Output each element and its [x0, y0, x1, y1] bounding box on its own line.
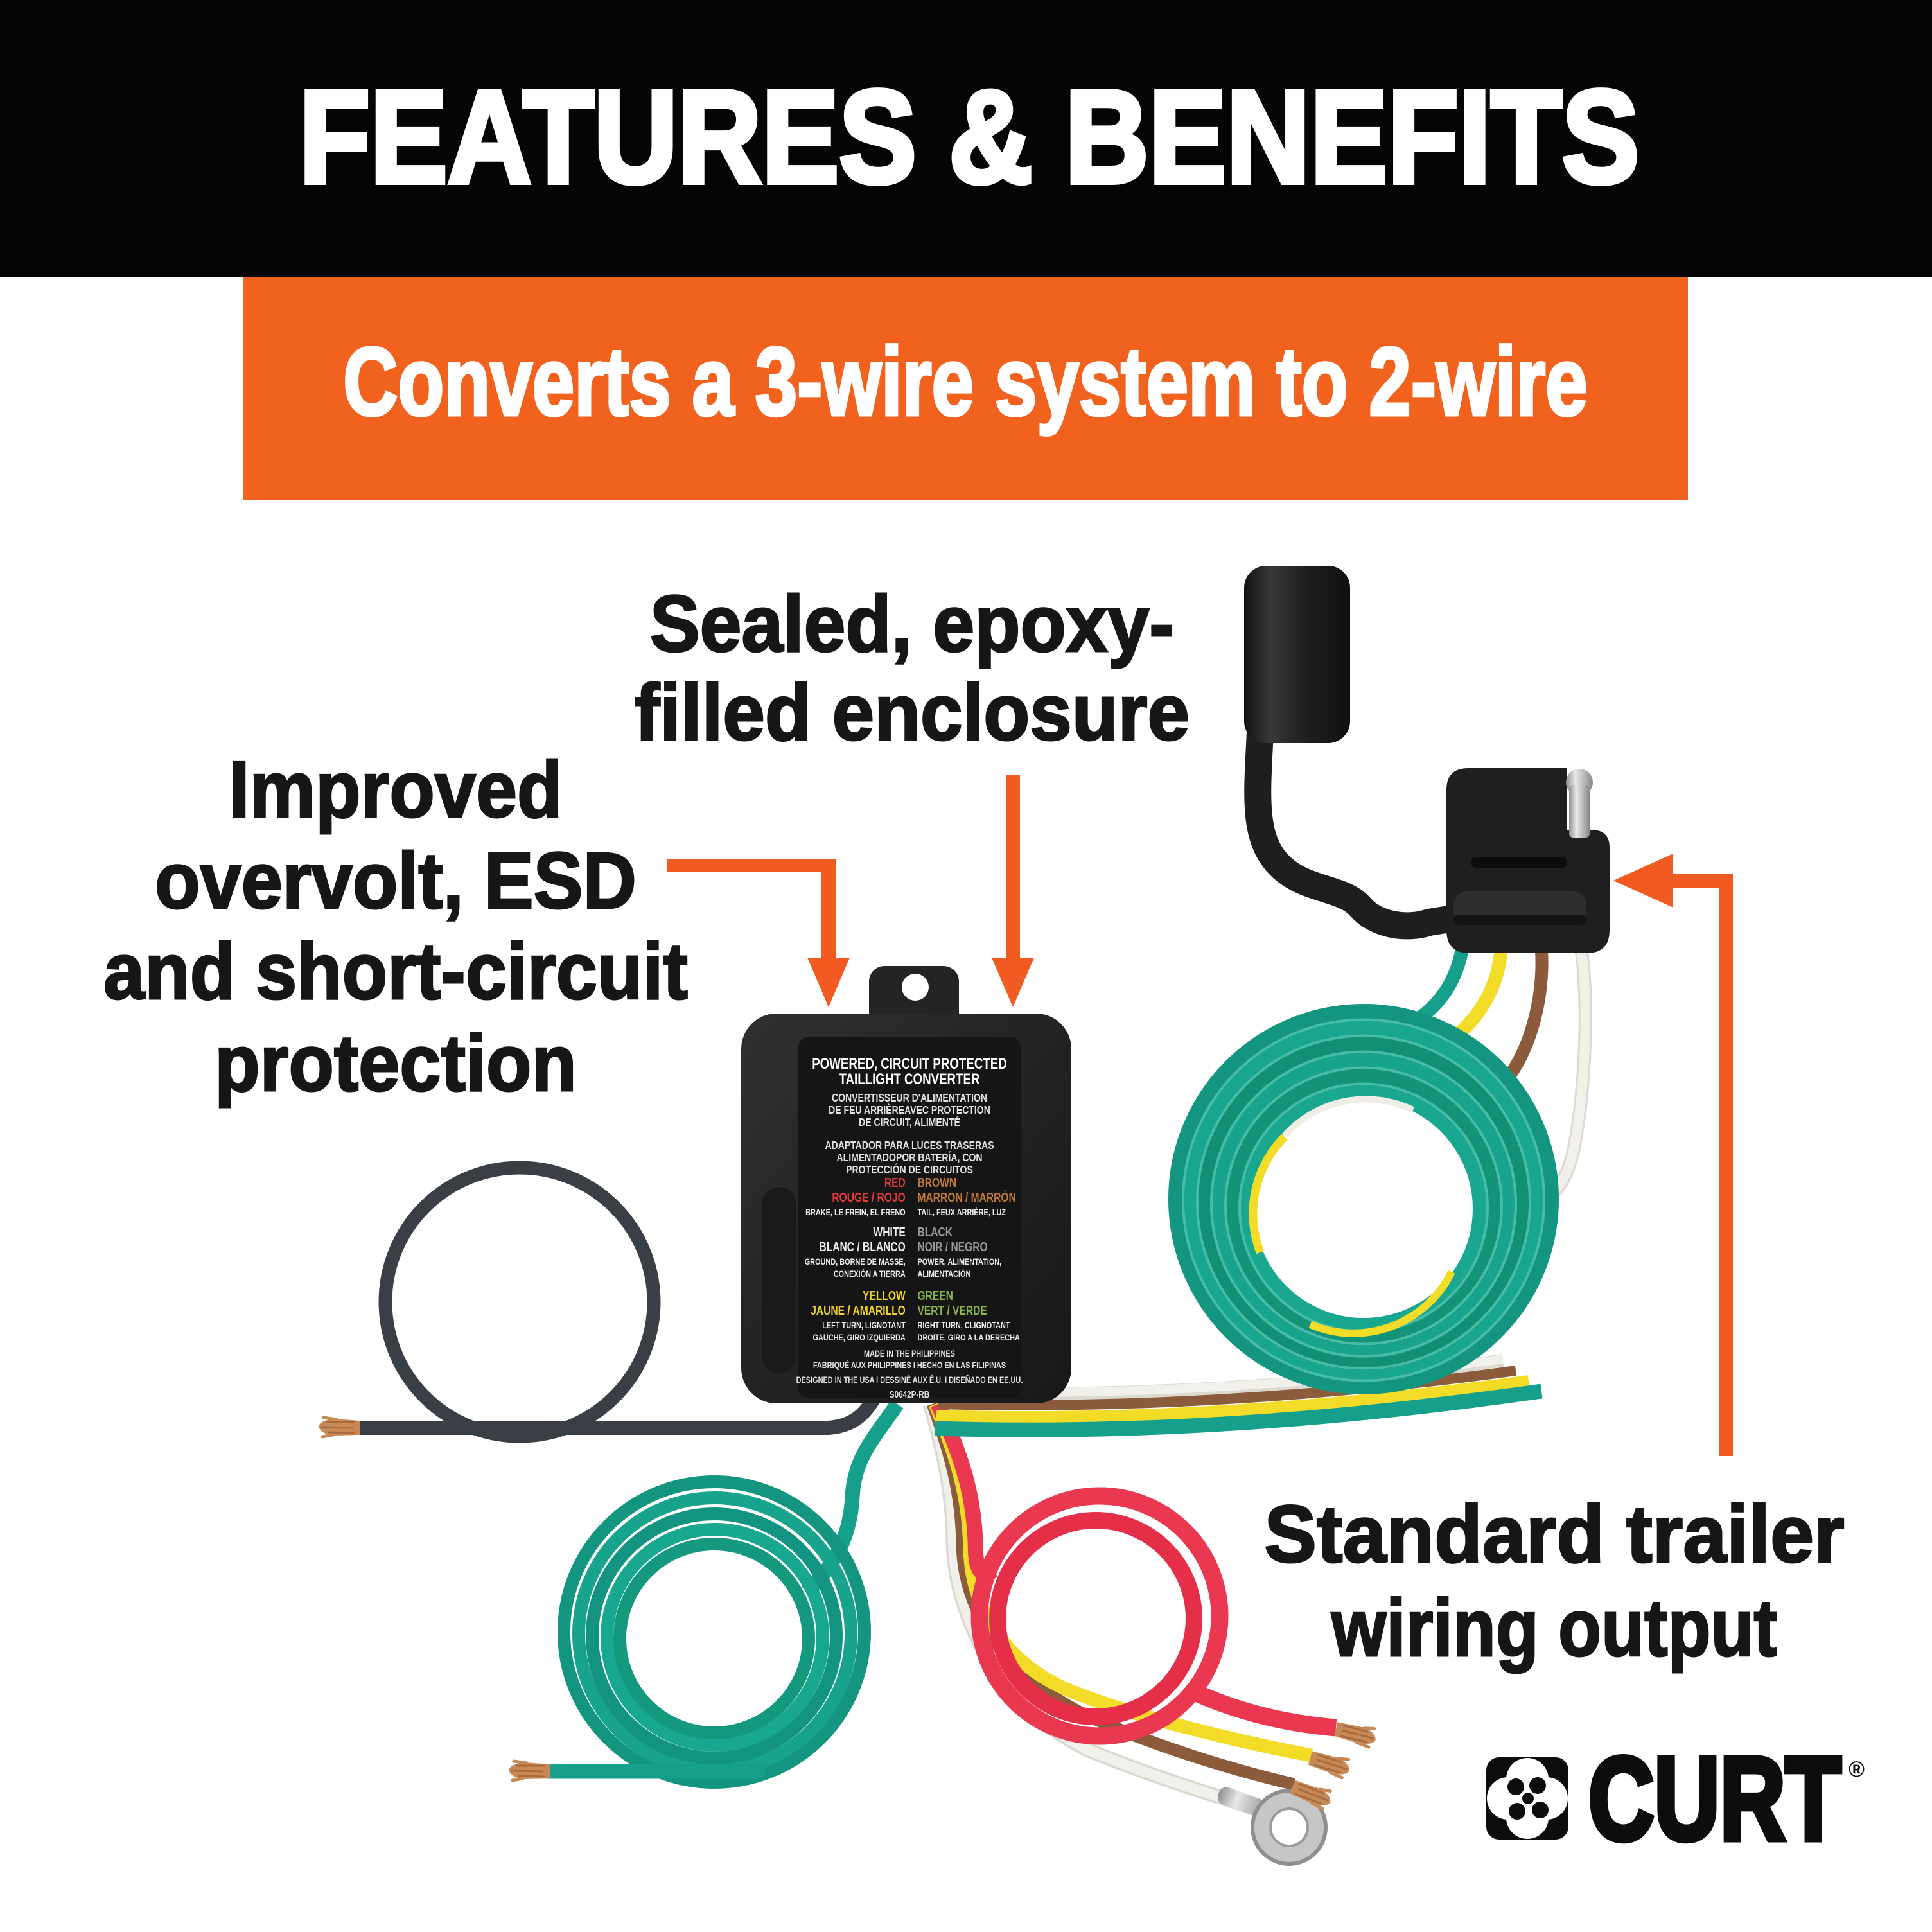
svg-text:®: ®	[1849, 1757, 1865, 1782]
svg-text:RIGHT TURN, CLIGNOTANT: RIGHT TURN, CLIGNOTANT	[917, 1321, 1010, 1331]
svg-text:Converts a 3-wire system to 2-: Converts a 3-wire system to 2-wire	[343, 327, 1587, 435]
svg-text:BLACK: BLACK	[917, 1225, 953, 1239]
svg-text:BRAKE, LE FREIN, EL FRENO: BRAKE, LE FREIN, EL FRENO	[805, 1208, 906, 1218]
svg-text:DE FEU ARRIÈREAVEC PROTECTION: DE FEU ARRIÈREAVEC PROTECTION	[829, 1103, 990, 1116]
svg-text:LEFT TURN, LIGNOTANT: LEFT TURN, LIGNOTANT	[822, 1321, 906, 1331]
svg-text:CURT: CURT	[1588, 1732, 1841, 1865]
svg-text:WHITE: WHITE	[874, 1225, 906, 1239]
svg-text:POWER, ALIMENTATION,: POWER, ALIMENTATION,	[917, 1257, 1001, 1267]
svg-text:ALIMENTADOPOR BATERÍA, CON: ALIMENTADOPOR BATERÍA, CON	[836, 1150, 982, 1164]
svg-text:Standard trailer: Standard trailer	[1264, 1489, 1844, 1579]
svg-text:CONVERTISSEUR D'ALIMENTATION: CONVERTISSEUR D'ALIMENTATION	[832, 1091, 987, 1104]
svg-text:GREEN: GREEN	[917, 1288, 953, 1303]
svg-text:FEATURES & BENEFITS: FEATURES & BENEFITS	[299, 64, 1640, 211]
svg-text:RED: RED	[884, 1175, 906, 1190]
svg-text:TAIL, FEUX ARRIÈRE, LUZ: TAIL, FEUX ARRIÈRE, LUZ	[917, 1207, 1006, 1218]
svg-text:BROWN: BROWN	[917, 1175, 956, 1190]
svg-text:CONEXIÓN A TIERRA: CONEXIÓN A TIERRA	[834, 1269, 906, 1279]
svg-text:Sealed, epoxy-: Sealed, epoxy-	[650, 580, 1174, 669]
svg-text:DESIGNED IN THE USA I DESSIN: DESIGNED IN THE USA I DESSINÉ AUX É.U. I…	[796, 1374, 1023, 1385]
svg-text:NOIR / NEGRO: NOIR / NEGRO	[917, 1240, 987, 1254]
svg-text:Improved: Improved	[229, 746, 563, 834]
svg-text:protection: protection	[215, 1019, 577, 1108]
svg-text:and short-circuit: and short-circuit	[103, 927, 688, 1016]
svg-text:ROUGE / ROJO: ROUGE / ROJO	[832, 1190, 905, 1204]
svg-text:GAUCHE, GIRO IZQUIERDA: GAUCHE, GIRO IZQUIERDA	[812, 1333, 905, 1343]
svg-text:DE CIRCUIT, ALIMENTÉ: DE CIRCUIT, ALIMENTÉ	[859, 1115, 960, 1128]
svg-text:wiring output: wiring output	[1331, 1583, 1777, 1674]
svg-text:POWERED, CIRCUIT PROTECTED: POWERED, CIRCUIT PROTECTED	[812, 1055, 1007, 1073]
svg-text:MADE IN THE PHILIPPINES: MADE IN THE PHILIPPINES	[864, 1349, 955, 1359]
svg-text:DROITE, GIRO A LA DERECHA: DROITE, GIRO A LA DERECHA	[917, 1333, 1019, 1343]
svg-text:VERT / VERDE: VERT / VERDE	[917, 1303, 987, 1317]
svg-text:YELLOW: YELLOW	[863, 1288, 906, 1303]
svg-text:MARRON / MARRÓN: MARRON / MARRÓN	[917, 1190, 1015, 1204]
svg-text:S0642P-RB: S0642P-RB	[890, 1389, 930, 1400]
svg-text:ALIMENTACIÓN: ALIMENTACIÓN	[917, 1269, 970, 1279]
svg-text:JAUNE / AMARILLO: JAUNE / AMARILLO	[811, 1303, 906, 1317]
svg-text:overvolt, ESD: overvolt, ESD	[155, 837, 637, 926]
svg-text:FABRIQUÉ AUX PHILIPPINES I H: FABRIQUÉ AUX PHILIPPINES I HECHO EN LAS …	[813, 1360, 1006, 1371]
svg-text:TAILLIGHT CONVERTER: TAILLIGHT CONVERTER	[839, 1071, 979, 1088]
svg-text:filled enclosure: filled enclosure	[635, 668, 1190, 757]
svg-text:GROUND, BORNE DE MASSE,: GROUND, BORNE DE MASSE,	[805, 1257, 906, 1267]
svg-text:ADAPTADOR PARA LUCES TRASERAS: ADAPTADOR PARA LUCES TRASERAS	[825, 1139, 994, 1152]
svg-text:PROTECCIÓN DE CIRCUITOS: PROTECCIÓN DE CIRCUITOS	[846, 1163, 973, 1176]
svg-text:BLANC / BLANCO: BLANC / BLANCO	[820, 1240, 906, 1254]
